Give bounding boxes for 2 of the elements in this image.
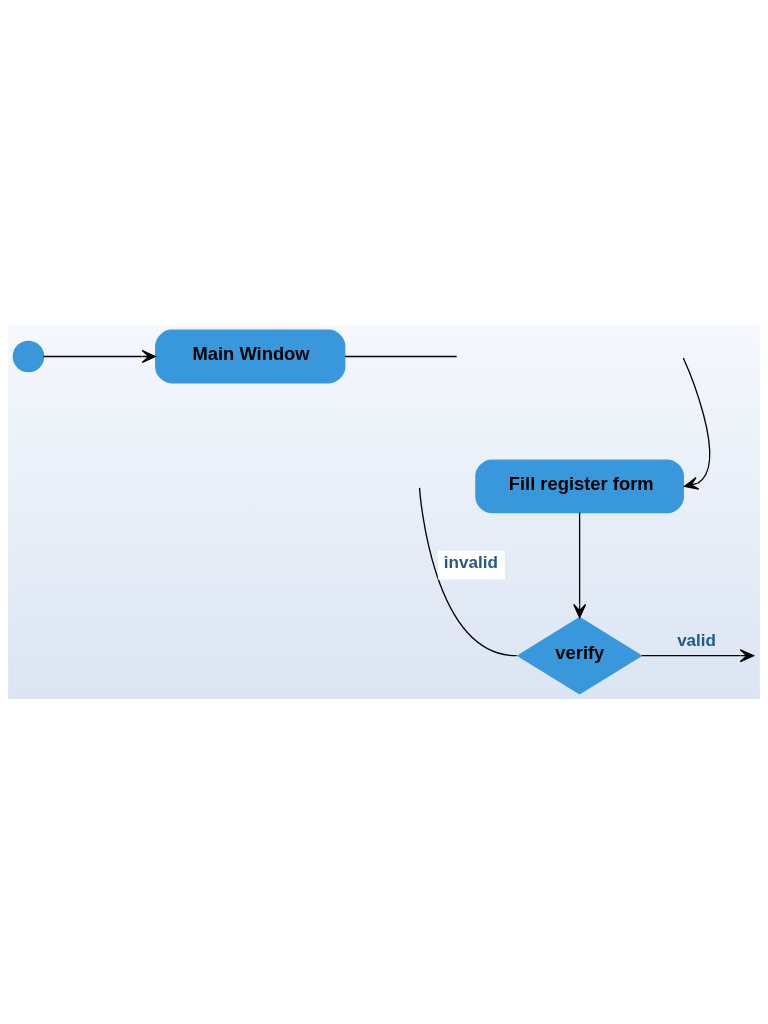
edge-label: invalid [443,553,498,573]
edge-label: valid [677,630,717,650]
